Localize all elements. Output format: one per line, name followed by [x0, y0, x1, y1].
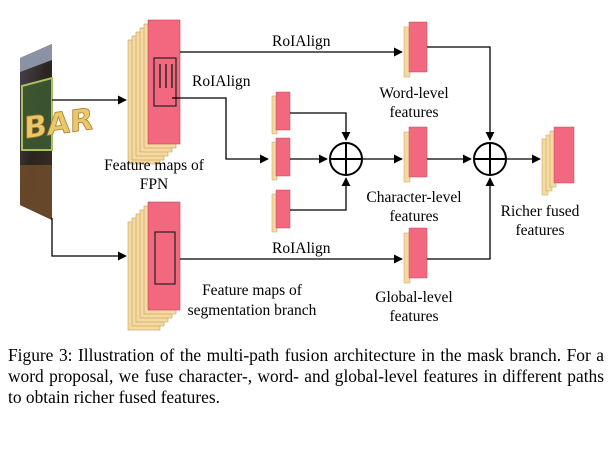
char-feature-map-top	[271, 91, 291, 135]
figure-caption: Figure 3: Illustration of the multi-path…	[8, 345, 604, 407]
char-feature-map-bottom	[271, 189, 291, 233]
label-fpn-line1: Feature maps of	[104, 157, 205, 174]
label-richer-line2: features	[515, 222, 564, 239]
arrow-global-to-fusion	[427, 177, 495, 260]
label-seg-line2: segmentation branch	[188, 302, 317, 319]
arrow-char-top-to-fusion	[290, 112, 351, 141]
label-global-line1: Global-level	[375, 289, 452, 306]
arrow-char-bottom-to-fusion	[290, 177, 351, 211]
label-roialign-word: RoIAlign	[272, 33, 331, 50]
segmentation-feature-stack	[127, 201, 181, 331]
label-richer-line1: Richer fused	[501, 203, 580, 220]
label-word-line2: features	[389, 104, 438, 121]
label-char-line1: Character-level	[366, 189, 461, 206]
label-global-line2: features	[389, 308, 438, 325]
richer-fused-feature-map	[541, 126, 575, 196]
char-feature-map-middle	[271, 137, 291, 181]
fpn-feature-stack	[127, 19, 181, 165]
arrow-roialign-char	[172, 97, 269, 164]
label-char-line2: features	[389, 208, 438, 225]
input-image: BAR	[20, 44, 94, 220]
arrow-image-to-seg	[51, 218, 127, 261]
label-roialign-global: RoIAlign	[272, 240, 331, 257]
arrow-word-to-fusion	[427, 46, 495, 141]
char-level-feature-map	[403, 126, 428, 183]
circle-plus-icon	[329, 142, 363, 176]
global-level-feature-map	[403, 227, 428, 284]
circle-plus-icon	[473, 142, 507, 176]
label-word-line1: Word-level	[379, 85, 448, 102]
word-level-feature-map	[403, 21, 428, 78]
label-fpn-line2: FPN	[140, 176, 168, 193]
label-seg-line1: Feature maps of	[202, 282, 303, 299]
architecture-diagram: BAR	[20, 19, 580, 331]
label-roialign-char: RoIAlign	[192, 73, 251, 90]
